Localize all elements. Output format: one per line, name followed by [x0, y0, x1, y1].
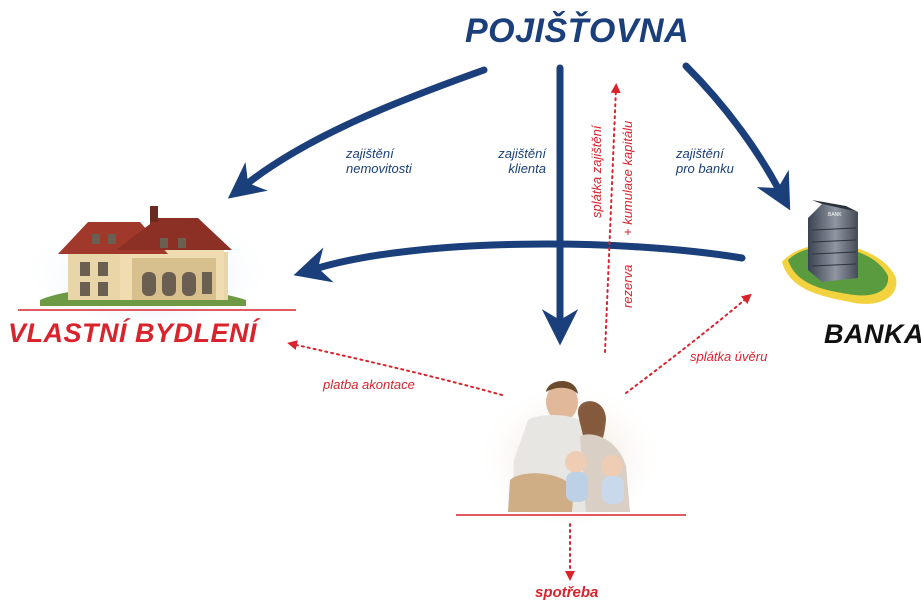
family-photo	[482, 380, 658, 524]
bank-sign: BANK	[828, 212, 842, 218]
insurer-title: POJIŠŤOVNA	[465, 12, 690, 50]
arrow-insurer-to-house	[227, 66, 488, 199]
label-client-insurance: zajištění klienta	[478, 146, 546, 176]
arrow-family-to-house	[287, 340, 503, 396]
blue-arrows	[227, 62, 791, 346]
label-property-insurance: zajištění nemovitosti	[346, 146, 412, 176]
label-bank-insurance: zajištění pro banku	[676, 146, 734, 176]
arrow-bank-to-house	[293, 240, 746, 283]
red-dotted-arrows	[287, 83, 752, 581]
bank-building-image: BANK	[782, 200, 897, 304]
arrow-family-to-bank	[625, 293, 752, 394]
bank-title: BANKA	[824, 319, 921, 349]
arrow-insurer-to-bank	[682, 62, 791, 211]
label-consumption: spotřeba	[535, 584, 599, 601]
own-housing-title: VLASTNÍ BYDLENÍ	[8, 318, 258, 348]
label-loan-payment: splátka úvěru	[690, 349, 768, 364]
label-line: pro banku	[676, 161, 734, 176]
label-capital-accumulation: + kumulace kapitálu	[620, 120, 635, 236]
underline-rules	[18, 309, 686, 516]
label-line: klienta	[508, 161, 546, 176]
house-image	[28, 200, 268, 324]
label-line: zajištění	[498, 146, 546, 161]
label-reserve: rezerva	[620, 264, 635, 308]
label-line: zajištění	[346, 146, 394, 161]
label-insurance-payment: splátka zajištění	[589, 125, 604, 219]
label-line: nemovitosti	[346, 161, 412, 176]
label-deposit-payment: platba akontace	[323, 377, 415, 392]
arrow-family-to-insurer	[604, 83, 621, 353]
label-line: zajištění	[676, 146, 724, 161]
